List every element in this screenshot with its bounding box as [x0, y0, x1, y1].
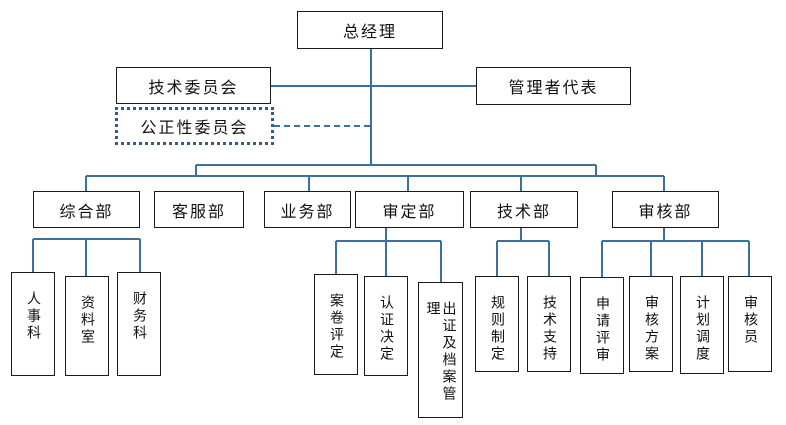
unit-finance: 财务科: [117, 272, 161, 376]
unit-label: 审核员: [742, 295, 758, 346]
unit-label: 规则制定: [489, 295, 505, 363]
unit-certification-decision: 认证决定: [364, 276, 408, 376]
dept-audit-box: 审核部: [612, 191, 719, 228]
dept-approval-box: 审定部: [355, 191, 464, 228]
unit-case-evaluation: 案卷评定: [314, 274, 358, 375]
unit-tech-support: 技术支持: [527, 276, 571, 372]
unit-label: 认证决定: [378, 295, 394, 363]
unit-label: 技术支持: [541, 295, 557, 363]
dept-general-box: 综合部: [33, 191, 140, 228]
tech-committee-box: 技术委员会: [116, 67, 271, 104]
unit-personnel: 人事科: [11, 272, 55, 376]
unit-auditors: 审核员: [728, 276, 772, 372]
unit-label: 人事科: [25, 291, 41, 342]
unit-audit-plan: 审核方案: [629, 276, 673, 372]
dept-customer-box: 客服部: [154, 191, 244, 228]
unit-label: 资料室: [79, 295, 95, 346]
impartiality-committee-box: 公正性委员会: [115, 107, 274, 145]
unit-label: 财务科: [131, 291, 147, 342]
unit-label: 审核方案: [643, 295, 659, 363]
unit-archives: 资料室: [65, 276, 109, 376]
dept-business-box: 业务部: [264, 191, 351, 228]
dept-technical-box: 技术部: [470, 191, 578, 228]
unit-label: 申请评审: [594, 296, 610, 364]
mgmt-rep-box: 管理者代表: [476, 67, 631, 105]
unit-label: 出证及档案管理: [424, 301, 457, 403]
unit-schedule: 计划调度: [680, 276, 724, 374]
unit-rule-making: 规则制定: [475, 276, 519, 372]
ceo-box: 总经理: [297, 11, 443, 49]
unit-certificate-archive: 出证及档案管理: [418, 282, 463, 418]
unit-application-review: 申请评审: [580, 277, 624, 374]
unit-label: 案卷评定: [328, 293, 344, 361]
unit-label: 计划调度: [694, 295, 710, 363]
